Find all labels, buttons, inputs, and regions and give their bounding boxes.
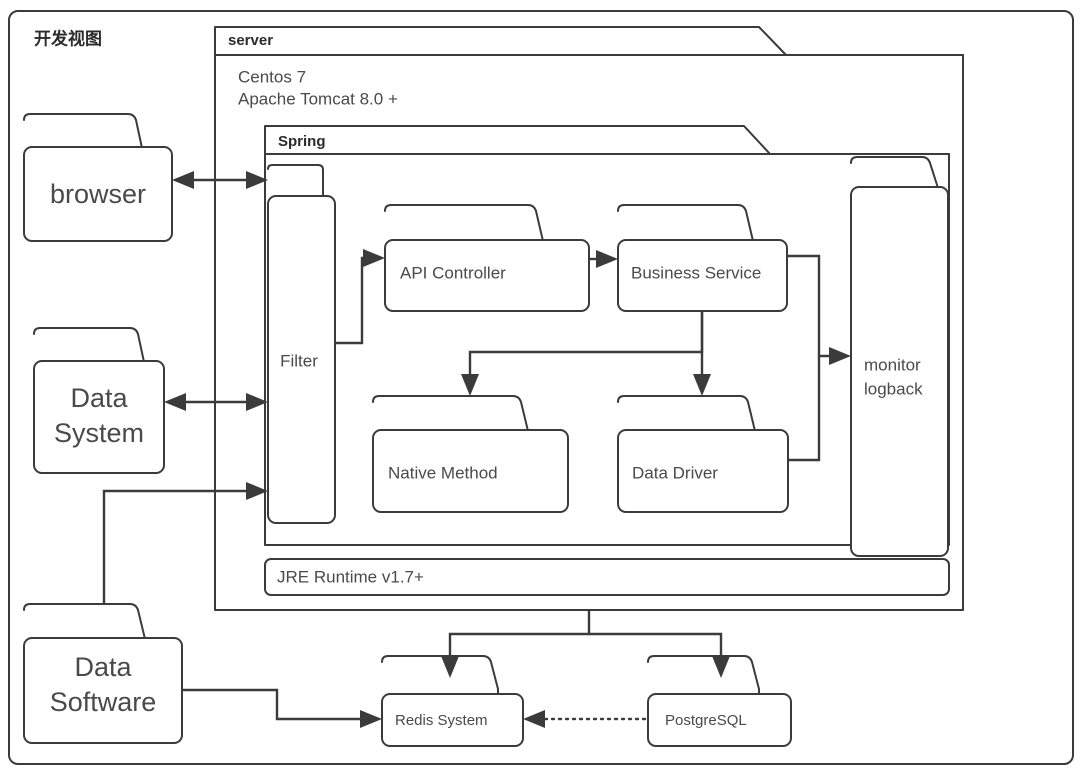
arrowhead-to-api-controller xyxy=(363,249,385,267)
data-driver-node[interactable] xyxy=(617,429,789,513)
arrowhead-to-redis-from-server xyxy=(441,656,459,678)
data-software-label-line2: Software xyxy=(50,687,157,717)
browser-label: browser xyxy=(50,179,146,209)
jre-runtime-node[interactable] xyxy=(264,558,950,596)
arrowhead-to-browser xyxy=(172,171,194,189)
data-software-label-line1: Data xyxy=(74,652,132,682)
connection-data-system-to-filter xyxy=(164,393,268,411)
postgresql-label: PostgreSQL xyxy=(665,712,747,729)
redis-node[interactable] xyxy=(381,693,524,747)
arrowhead-to-filter-top xyxy=(246,171,268,189)
connection-server-to-datastores xyxy=(441,610,730,678)
business-service-label: Business Service xyxy=(631,263,761,282)
redis-label: Redis System xyxy=(395,712,488,729)
monitor-label-line2: logback xyxy=(864,379,923,398)
jre-runtime-label: JRE Runtime v1.7+ xyxy=(277,567,424,586)
connection-filter-to-api-controller xyxy=(335,249,385,345)
connection-business-service-to-monitor xyxy=(787,254,851,365)
connection-postgresql-to-redis xyxy=(523,710,647,728)
api-controller-folder-tab xyxy=(384,204,544,248)
data-software-folder-tab xyxy=(23,603,146,646)
server-os-line: Centos 7 xyxy=(238,67,306,86)
data-driver-folder-tab xyxy=(617,395,756,438)
data-system-folder-tab xyxy=(33,327,145,369)
monitor-label-line1: monitor xyxy=(864,355,921,374)
postgresql-node[interactable] xyxy=(647,693,792,747)
arrowhead-to-postgresql xyxy=(712,656,730,678)
server-package-label: server xyxy=(228,32,273,49)
arrowhead-to-monitor-from-service xyxy=(829,347,851,365)
spring-package-label: Spring xyxy=(278,133,326,150)
native-method-folder-tab xyxy=(372,395,529,438)
arrowhead-to-native-method xyxy=(461,374,479,396)
native-method-node[interactable] xyxy=(372,429,569,513)
spring-package-outline xyxy=(264,125,950,546)
monitor-node[interactable] xyxy=(850,186,949,557)
filter-node[interactable] xyxy=(267,195,336,524)
business-service-folder-tab xyxy=(617,204,754,248)
filter-folder-tab xyxy=(267,164,324,201)
connection-data-driver-to-monitor xyxy=(788,356,821,462)
connection-business-service-to-data-driver xyxy=(693,311,711,396)
arrowhead-to-business-service xyxy=(596,250,618,268)
arrowhead-to-redis-from-postgresql xyxy=(523,710,545,728)
monitor-folder-tab xyxy=(850,156,939,196)
arrowhead-to-data-driver xyxy=(693,374,711,396)
connection-data-software-to-redis xyxy=(182,688,382,728)
arrowhead-to-redis-from-software xyxy=(360,710,382,728)
data-driver-label: Data Driver xyxy=(632,463,718,482)
redis-folder-tab xyxy=(381,655,499,696)
arrowhead-to-filter-mid xyxy=(246,393,268,411)
api-controller-label: API Controller xyxy=(400,263,506,282)
diagram-title: 开发视图 xyxy=(34,28,102,48)
data-system-label-line2: System xyxy=(54,418,144,448)
data-system-node[interactable] xyxy=(33,360,165,474)
browser-node[interactable] xyxy=(23,146,173,242)
arrowhead-to-data-system xyxy=(164,393,186,411)
data-system-label-line1: Data xyxy=(70,383,128,413)
connection-browser-to-filter xyxy=(172,171,268,189)
postgresql-folder-tab xyxy=(647,655,760,696)
native-method-label: Native Method xyxy=(388,463,498,482)
connection-data-software-to-filter xyxy=(102,482,268,604)
api-controller-node[interactable] xyxy=(384,239,590,312)
browser-folder-tab xyxy=(23,113,143,155)
arrowhead-to-filter-bottom xyxy=(246,482,268,500)
connection-api-controller-to-business-service xyxy=(589,250,618,268)
server-tomcat-line: Apache Tomcat 8.0 + xyxy=(238,89,398,108)
filter-label: Filter xyxy=(280,351,318,370)
